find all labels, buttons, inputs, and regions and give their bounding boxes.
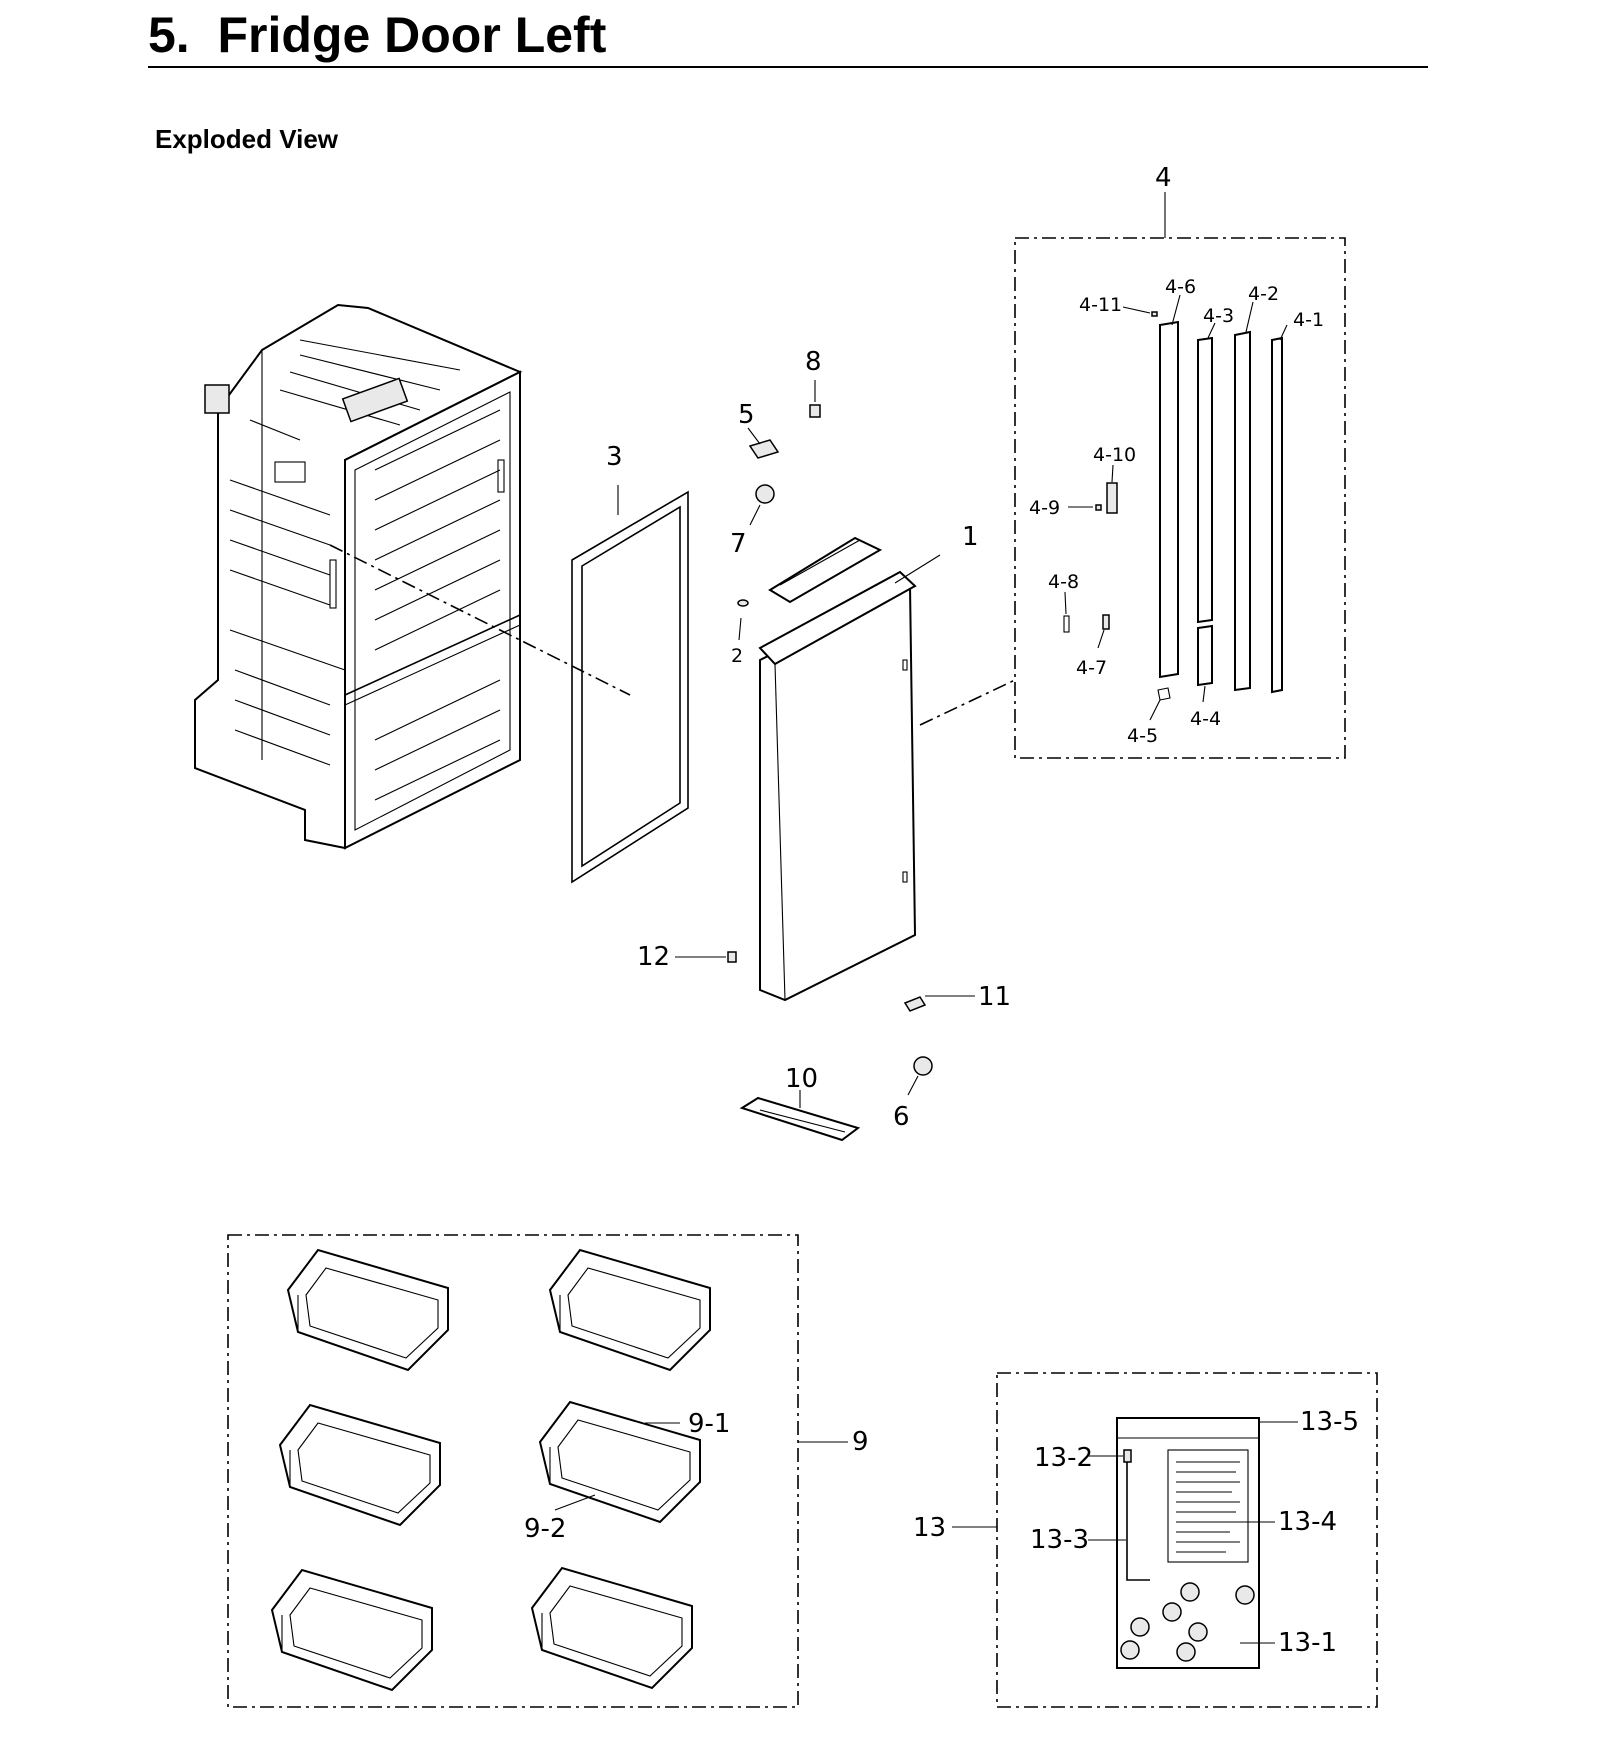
leader-4-4 [1202, 685, 1206, 703]
callout-1: 1 [962, 522, 979, 552]
callout-4-8: 4-8 [1048, 571, 1079, 593]
callout-10: 10 [785, 1064, 818, 1094]
title-underline [148, 66, 1428, 68]
door-body [758, 570, 917, 1002]
callout-4-7: 4-7 [1076, 657, 1107, 679]
callout-4-10: 4-10 [1093, 444, 1136, 466]
hardware-kit-bag [1116, 1417, 1260, 1669]
callout-12: 12 [637, 942, 670, 972]
leader-6 [907, 1075, 919, 1096]
callout-4: 4 [1155, 163, 1172, 193]
assembly-9-box [227, 1234, 799, 1708]
leader-4-6 [1171, 294, 1181, 326]
page-title: 5. Fridge Door Left [148, 7, 607, 63]
callout-4-3: 4-3 [1203, 305, 1234, 327]
door-guard-bin-3 [278, 1403, 441, 1527]
callout-9: 9 [852, 1427, 869, 1457]
leader-3-cabinet [329, 544, 631, 696]
leader-4-7 [1097, 629, 1105, 649]
leader-4-10 [1111, 464, 1114, 483]
callout-9-2: 9-2 [524, 1514, 566, 1544]
leader-4-8 [1064, 591, 1067, 615]
leader-1 [894, 554, 941, 584]
part-10-cover [739, 1096, 861, 1142]
part-5-hinge [748, 439, 780, 459]
callout-4-11: 4-11 [1079, 294, 1122, 316]
callout-4-5: 4-5 [1127, 725, 1158, 747]
callout-5: 5 [738, 400, 755, 430]
callout-4-9: 4-9 [1029, 497, 1060, 519]
callout-4-1: 4-1 [1293, 309, 1324, 331]
callout-4-4: 4-4 [1190, 708, 1221, 730]
door-guard-bin-4 [538, 1400, 701, 1524]
leader-2 [738, 617, 742, 641]
callout-4-6: 4-6 [1165, 276, 1196, 298]
assembly-13-box [996, 1372, 1378, 1708]
callout-6: 6 [893, 1102, 910, 1132]
leader-5 [747, 427, 761, 445]
callout-11: 11 [978, 982, 1011, 1012]
door-guard-bin-1 [286, 1248, 449, 1372]
door-guard-bin-6 [530, 1566, 693, 1690]
callout-13-5: 13-5 [1300, 1407, 1359, 1437]
leader-4-door [919, 679, 1016, 726]
leader-9-2 [554, 1494, 596, 1511]
part-8-clip [809, 404, 821, 418]
part-7-bushing [755, 484, 775, 504]
door-top-cap [768, 536, 883, 604]
door-guard-bin-5 [270, 1568, 433, 1692]
leader-4-1 [1279, 324, 1288, 341]
callout-13-4: 13-4 [1278, 1507, 1337, 1537]
callout-4-2: 4-2 [1248, 283, 1279, 305]
callout-2: 2 [731, 645, 743, 667]
assembly-4-box [1014, 237, 1346, 759]
door-gasket [571, 490, 689, 884]
leader-4-5 [1149, 699, 1161, 721]
part-12 [727, 951, 737, 963]
leader-4-11 [1122, 306, 1151, 314]
callout-13: 13 [913, 1513, 946, 1543]
callout-13-1: 13-1 [1278, 1628, 1337, 1658]
callout-13-2: 13-2 [1034, 1443, 1093, 1473]
assembly-4-parts [1063, 311, 1283, 701]
callout-13-3: 13-3 [1030, 1525, 1089, 1555]
callout-3: 3 [606, 442, 623, 472]
callout-9-1: 9-1 [688, 1409, 730, 1439]
leader-4-2 [1245, 301, 1254, 333]
fridge-cabinet [194, 303, 523, 850]
section-subtitle: Exploded View [155, 124, 339, 154]
leader-7 [749, 504, 761, 526]
door-guard-bin-2 [548, 1248, 711, 1372]
callout-7: 7 [730, 529, 747, 559]
part-2-pin [737, 599, 749, 607]
part-6-bushing [913, 1056, 933, 1076]
callout-8: 8 [805, 347, 822, 377]
part-11 [903, 996, 927, 1012]
leader-4-3 [1207, 322, 1216, 339]
